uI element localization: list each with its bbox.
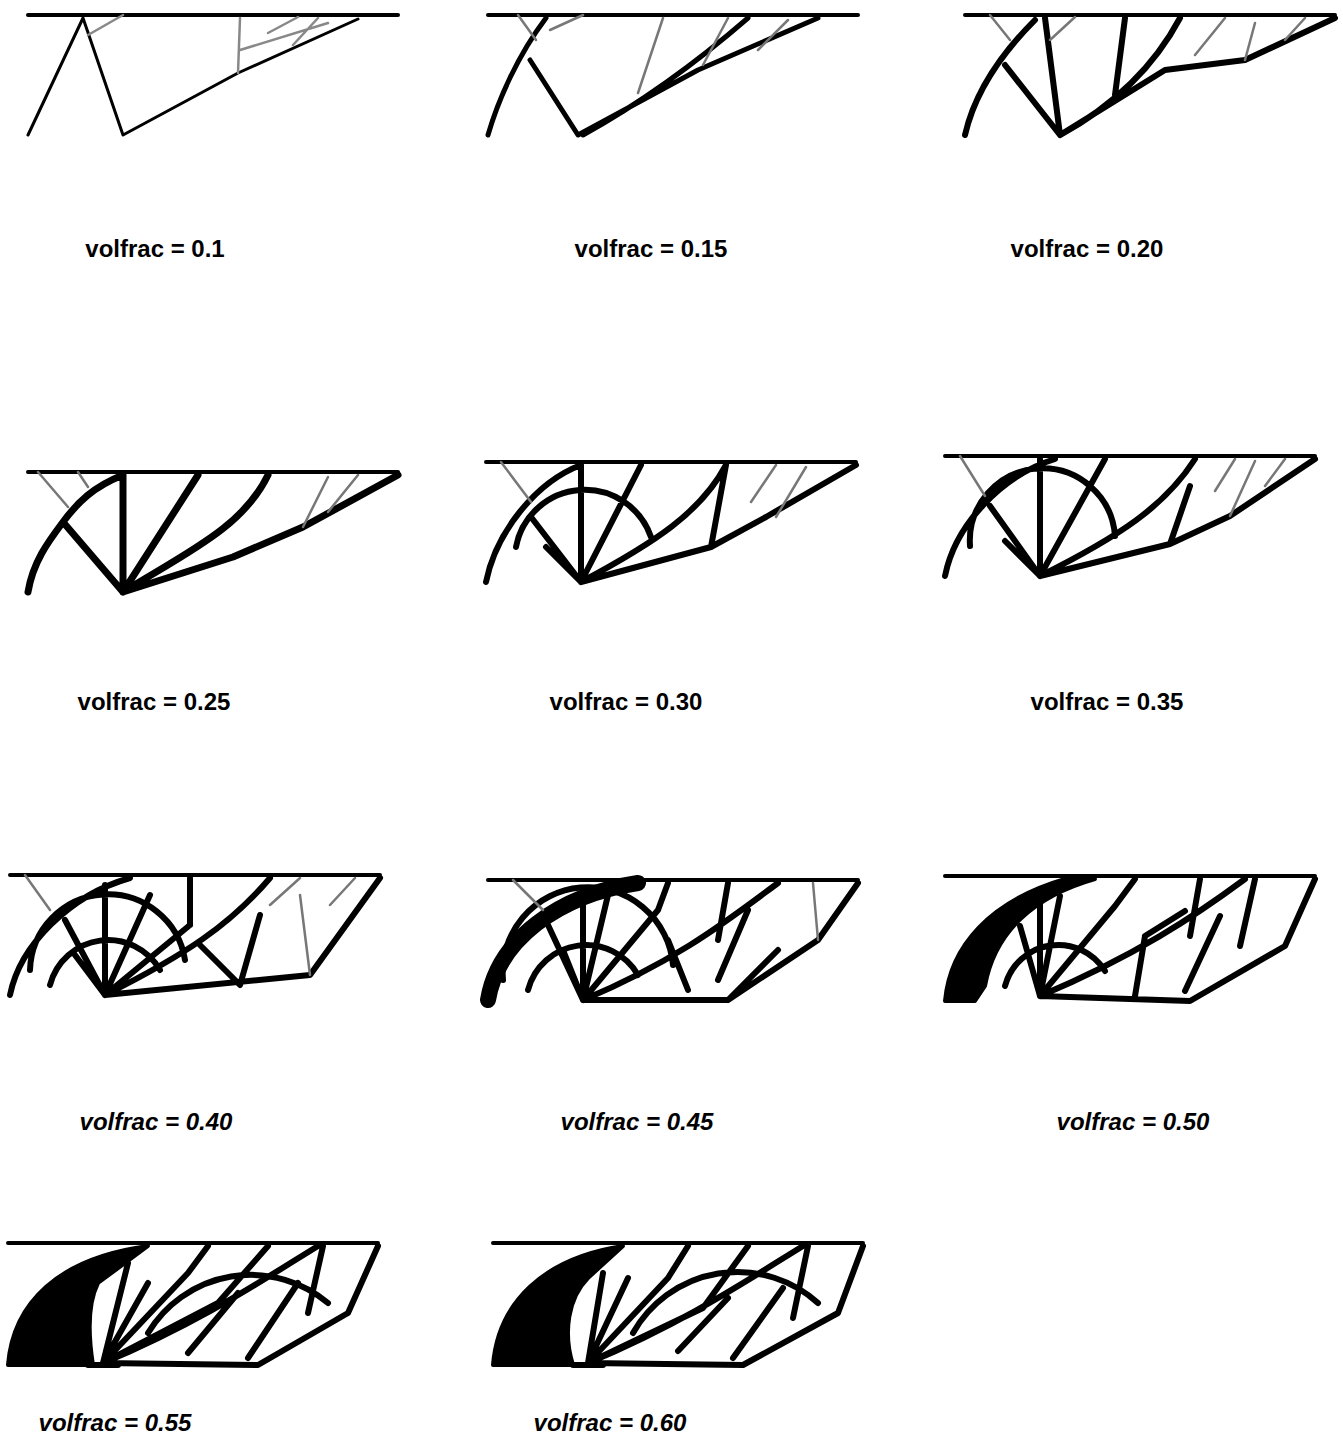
structure-panel (10, 875, 380, 995)
volume-fraction-label: volfrac = 0.30 (550, 688, 703, 716)
volume-fraction-label: volfrac = 0.15 (575, 235, 728, 263)
volume-fraction-label: volfrac = 0.25 (78, 688, 231, 716)
structure-panel (488, 880, 858, 1000)
volume-fraction-label: volfrac = 0.50 (1057, 1108, 1210, 1136)
structure-panel (493, 1243, 863, 1365)
structure-panel (488, 15, 858, 135)
volume-fraction-label: volfrac = 0.20 (1011, 235, 1164, 263)
volume-fraction-label: volfrac = 0.35 (1031, 688, 1184, 716)
volume-fraction-label: volfrac = 0.40 (80, 1108, 233, 1136)
volume-fraction-label: volfrac = 0.45 (561, 1108, 714, 1136)
structure-panel (965, 15, 1335, 135)
structure-panel (945, 456, 1315, 576)
structure-panel (28, 472, 398, 592)
structure-panel (945, 876, 1315, 1001)
volume-fraction-label: volfrac = 0.1 (85, 235, 224, 263)
volume-fraction-label: volfrac = 0.60 (534, 1409, 687, 1437)
structure-panel (28, 15, 398, 135)
structure-panel (8, 1243, 378, 1365)
volume-fraction-label: volfrac = 0.55 (39, 1409, 192, 1437)
structure-panel (486, 462, 856, 582)
